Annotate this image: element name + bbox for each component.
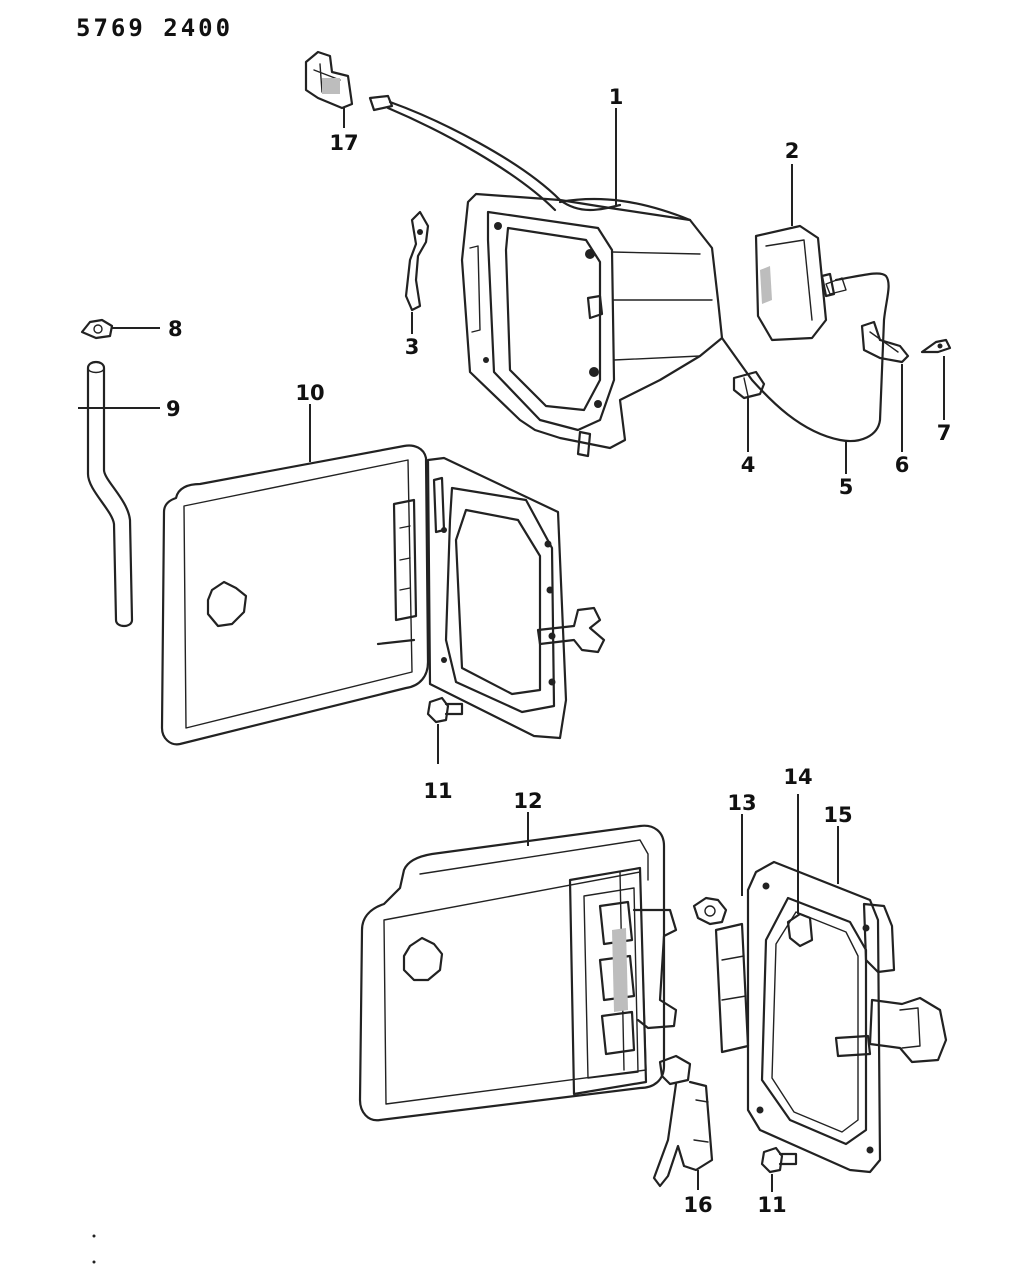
part-14-bumper [786, 912, 814, 948]
speck [92, 1260, 96, 1264]
callout-10: 10 [295, 381, 324, 405]
callout-15: 15 [823, 803, 852, 827]
part-8-grommet [80, 318, 114, 340]
part-7-clip [920, 338, 952, 354]
part-10-filler-door [160, 444, 606, 746]
part-16-lock-rod [652, 1054, 714, 1188]
part-12-door-assembly [358, 824, 678, 1122]
callout-9: 9 [166, 397, 181, 421]
callout-3: 3 [405, 335, 420, 359]
part-15-housing-plate [746, 860, 948, 1174]
hinge-piece [714, 922, 750, 1054]
callout-13: 13 [727, 791, 756, 815]
part-1-filler-housing [460, 192, 724, 458]
callout-16: 16 [683, 1193, 712, 1217]
callout-8: 8 [168, 317, 183, 341]
part-11-screw-lower [760, 1146, 798, 1174]
callout-7: 7 [937, 421, 952, 445]
part-17-switch [304, 50, 622, 212]
callout-6: 6 [895, 453, 910, 477]
part-4-clip [732, 370, 766, 400]
part-13-fastener [692, 896, 728, 926]
diagram-code: 5769 2400 [76, 14, 233, 42]
callout-12: 12 [513, 789, 542, 813]
speck [92, 1234, 96, 1238]
part-11-screw-upper [426, 696, 464, 724]
part-5-tether [720, 272, 890, 443]
callout-17: 17 [329, 131, 358, 155]
callout-4: 4 [741, 453, 756, 477]
part-2-cap [754, 224, 828, 342]
callout-11a: 11 [423, 779, 452, 803]
part-6-clamp [860, 320, 910, 364]
callout-11b: 11 [757, 1193, 786, 1217]
callout-5: 5 [839, 475, 854, 499]
part-9-hose [86, 360, 134, 628]
callout-2: 2 [785, 139, 800, 163]
part-3-bracket [404, 210, 430, 312]
callout-1: 1 [609, 85, 624, 109]
callout-14: 14 [783, 765, 812, 789]
